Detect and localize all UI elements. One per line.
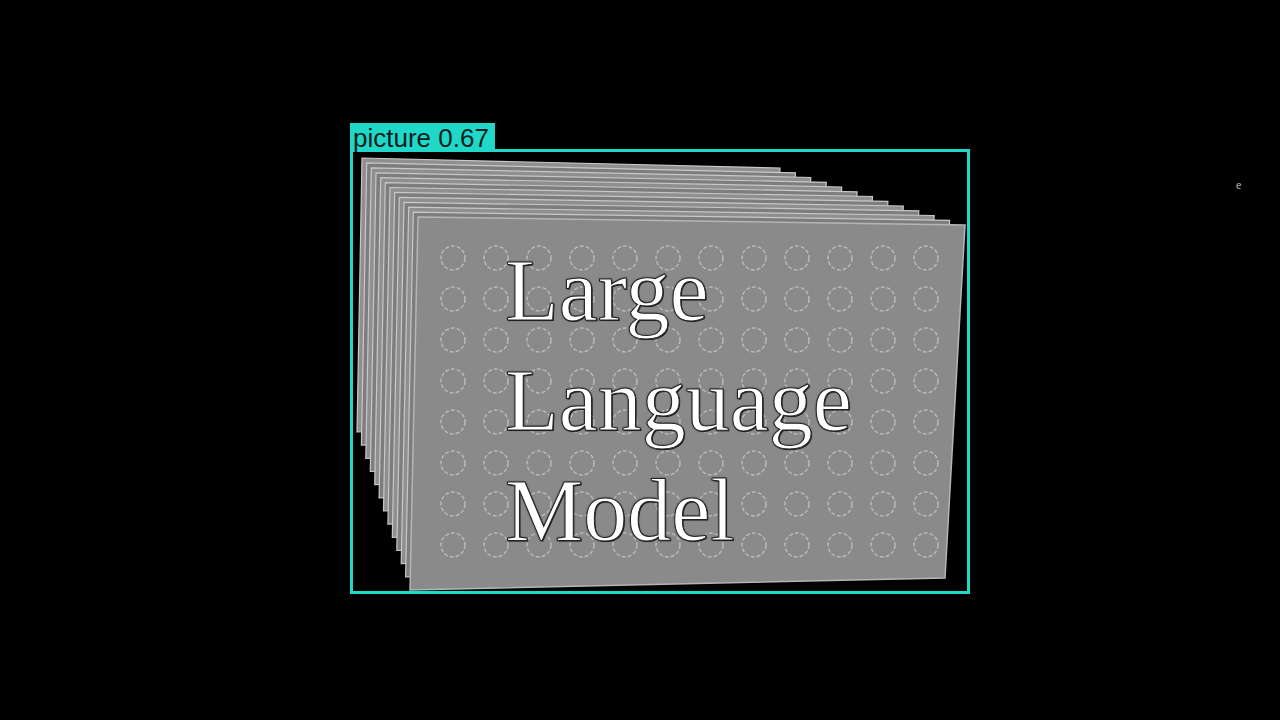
neuron-circle	[742, 451, 766, 475]
neuron-circle	[441, 451, 465, 475]
neuron-circle	[871, 533, 895, 557]
card-face	[410, 217, 965, 590]
neuron-circle	[742, 287, 766, 311]
neuron-circle	[828, 451, 852, 475]
neuron-circle	[871, 410, 895, 434]
neuron-circle	[828, 328, 852, 352]
neuron-circle	[914, 246, 938, 270]
neuron-circle	[871, 287, 895, 311]
detection-box: picture 0.67Large Language Model	[350, 149, 970, 594]
detection-label: picture 0.67	[350, 123, 495, 149]
neuron-circle	[871, 369, 895, 393]
neuron-circle	[441, 246, 465, 270]
neuron-circle	[914, 451, 938, 475]
neuron-circle	[484, 287, 508, 311]
neuron-circle	[441, 533, 465, 557]
stray-label: e	[1236, 178, 1241, 193]
neuron-circle	[742, 533, 766, 557]
neuron-circle	[914, 287, 938, 311]
neuron-circle	[828, 492, 852, 516]
neuron-circle	[484, 410, 508, 434]
neuron-circle	[871, 451, 895, 475]
neuron-circle	[828, 287, 852, 311]
neuron-circle	[441, 287, 465, 311]
neuron-circle	[484, 369, 508, 393]
neuron-circle	[441, 410, 465, 434]
neuron-circle	[441, 492, 465, 516]
neuron-circle	[871, 246, 895, 270]
neuron-circle	[785, 328, 809, 352]
front-card: Large Language Model	[408, 215, 968, 593]
neuron-circle	[785, 533, 809, 557]
neuron-circle	[484, 492, 508, 516]
neuron-circle	[785, 492, 809, 516]
neuron-circle	[871, 328, 895, 352]
card-title: Large Language Model	[505, 236, 925, 566]
neuron-circle	[484, 328, 508, 352]
neuron-circle	[742, 246, 766, 270]
neuron-circle	[914, 410, 938, 434]
neuron-circle	[742, 328, 766, 352]
neuron-circle	[484, 533, 508, 557]
neuron-circle	[484, 246, 508, 270]
neuron-circle	[441, 328, 465, 352]
neuron-circle	[914, 328, 938, 352]
neuron-circle	[914, 492, 938, 516]
neuron-circle	[828, 533, 852, 557]
neuron-circle	[785, 246, 809, 270]
neuron-circle	[484, 451, 508, 475]
neuron-circle	[785, 451, 809, 475]
neuron-circle	[785, 287, 809, 311]
neuron-circle	[742, 492, 766, 516]
neuron-circle	[914, 533, 938, 557]
neuron-circle	[828, 246, 852, 270]
neuron-circle	[441, 369, 465, 393]
neuron-circle	[914, 369, 938, 393]
neuron-circle	[871, 492, 895, 516]
